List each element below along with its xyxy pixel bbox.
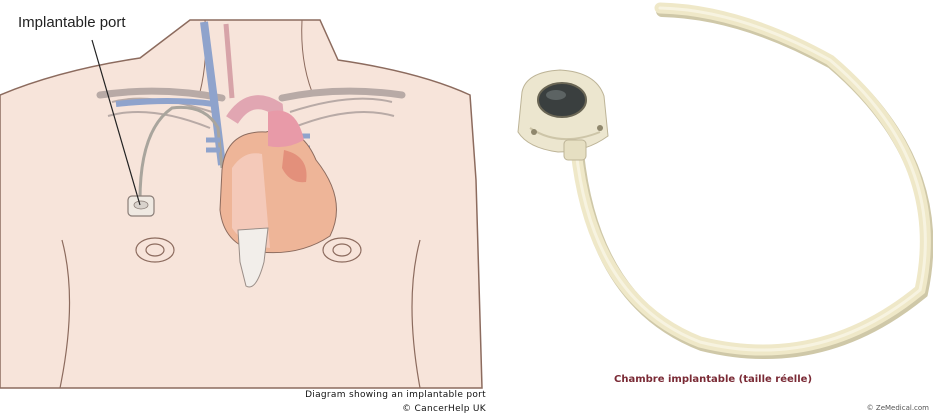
diagram-credit: © CancerHelp UK: [402, 404, 486, 414]
callout-label: Implantable port: [18, 14, 126, 31]
port-photo: [500, 0, 933, 420]
catheter-tube: [576, 8, 925, 350]
port-septum: [538, 83, 586, 117]
port-septum: [134, 201, 148, 209]
suture-hole: [597, 125, 603, 131]
port-outlet: [564, 140, 586, 160]
port-diagram-panel: Implantable port Diagram showing an impl…: [0, 0, 500, 420]
photo-credit: © ZeMedical.com: [867, 404, 929, 412]
subclavian-vein: [116, 101, 214, 104]
diagram-caption: Diagram showing an implantable port: [305, 390, 486, 400]
chest-diagram: [0, 0, 500, 420]
photo-caption: Chambre implantable (taille réelle): [614, 374, 812, 385]
port-photo-panel: Chambre implantable (taille réelle) © Ze…: [500, 0, 933, 420]
suture-hole: [531, 129, 537, 135]
